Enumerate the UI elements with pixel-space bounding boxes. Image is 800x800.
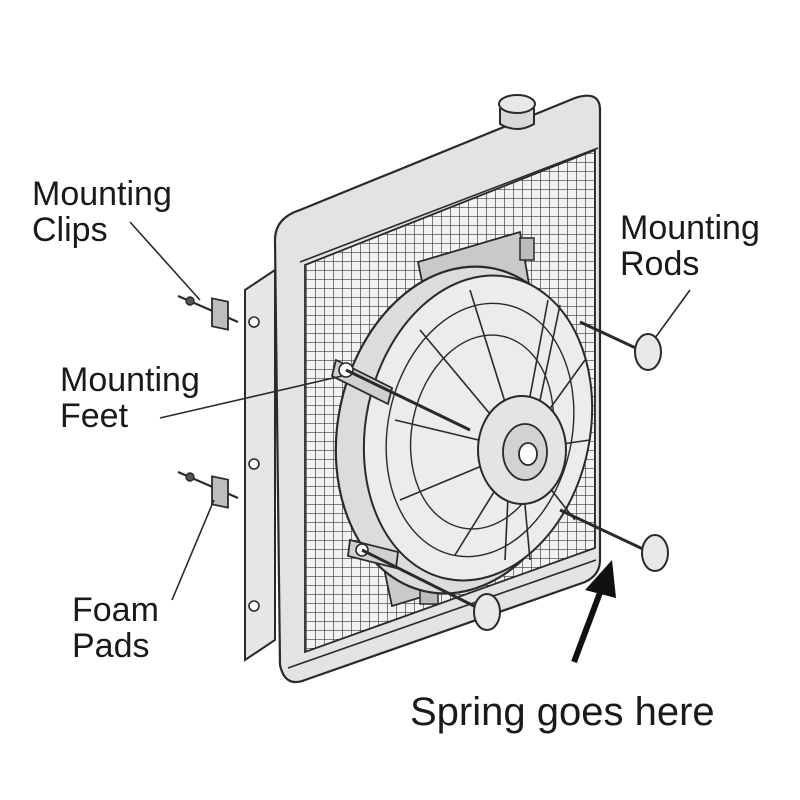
label-mounting-clips-line1: Mounting	[32, 175, 172, 213]
label-foam-pads-line1: Foam	[72, 591, 159, 629]
electric-fan	[334, 265, 594, 595]
label-mounting-rods-line1: Mounting	[620, 209, 760, 247]
bracket-hole	[248, 600, 260, 612]
label-mounting-feet: Mounting Feet	[60, 362, 200, 434]
label-mounting-rods-line2: Rods	[620, 245, 700, 283]
label-foam-pads: Foam Pads	[72, 592, 159, 664]
label-mounting-feet-line2: Feet	[60, 397, 129, 435]
label-foam-pads-line2: Pads	[72, 627, 150, 665]
foam-pads	[211, 297, 229, 509]
label-mounting-rods: Mounting Rods	[620, 210, 760, 282]
radiator-cap	[498, 94, 536, 130]
side-bracket	[244, 268, 276, 662]
bracket-hole	[248, 458, 260, 470]
label-mounting-feet-line1: Mounting	[60, 361, 200, 399]
label-spring-goes-here: Spring goes here	[410, 690, 715, 734]
spring-arrow	[571, 560, 616, 664]
label-mounting-clips-line2: Clips	[32, 211, 108, 249]
leader-lines	[129, 221, 691, 601]
mounting-rods	[345, 320, 669, 631]
label-mounting-clips: Mounting Clips	[32, 176, 172, 248]
bracket-hole	[248, 316, 260, 328]
